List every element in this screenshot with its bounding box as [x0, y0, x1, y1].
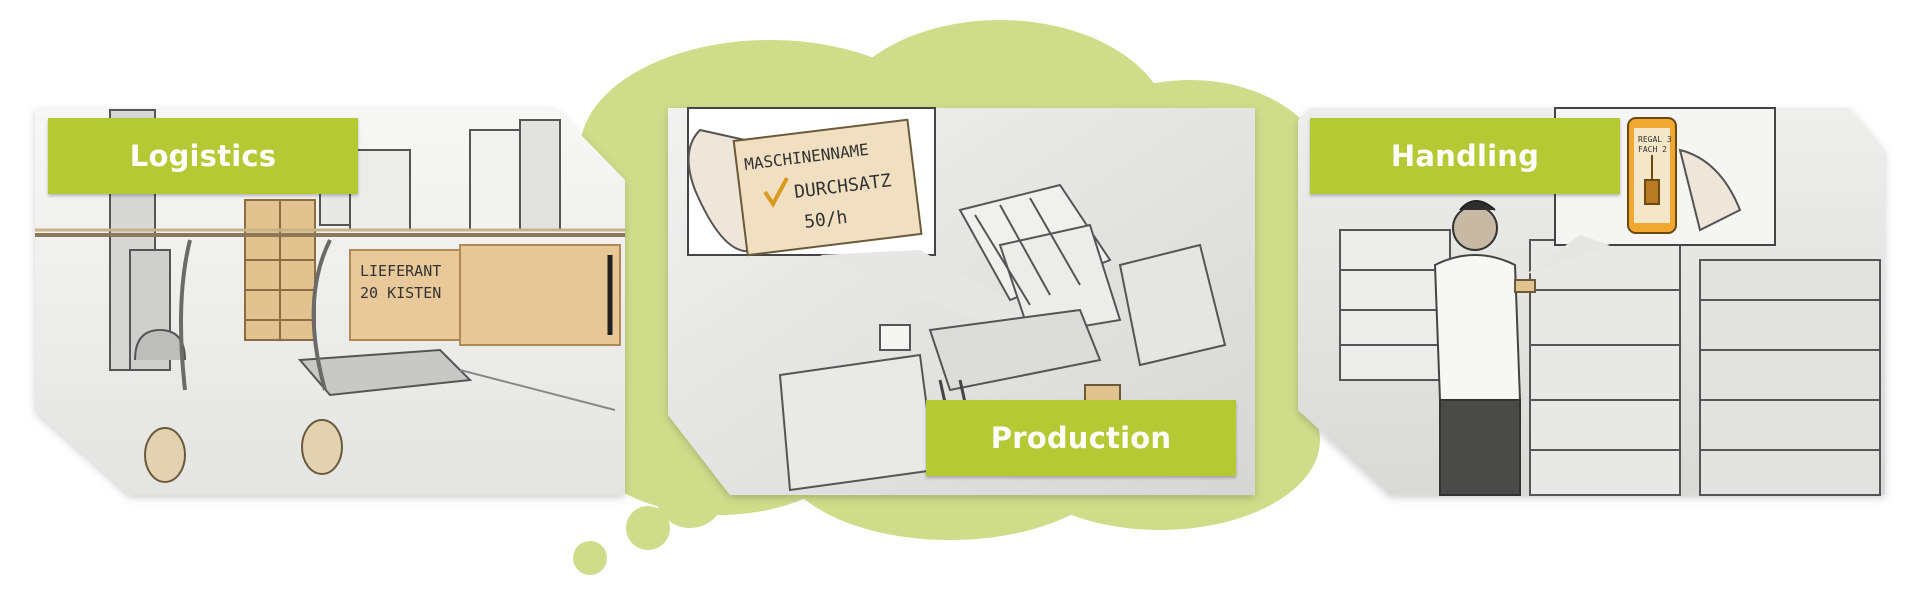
logistics-label: Logistics: [48, 118, 358, 194]
handling-label: Handling: [1310, 118, 1620, 194]
production-sketch: [687, 107, 1227, 492]
handling-sketch-text-1: REGAL 3: [1638, 135, 1672, 144]
logistics-label-text: Logistics: [129, 139, 277, 173]
checkmark-icon: [763, 177, 789, 208]
thought-bubbles: [573, 458, 725, 575]
production-label-text: Production: [990, 421, 1172, 455]
logistics-sketch: [35, 109, 625, 483]
handling-label-text: Handling: [1390, 139, 1540, 173]
handling-sketch: [1339, 107, 1881, 496]
handling-sketch-text-2: FACH 2: [1638, 145, 1667, 154]
logistics-sketch-text-2: 20 KISTEN: [360, 284, 441, 302]
logistics-sketch-text-1: LIEFERANT: [360, 262, 441, 280]
production-sketch-text-3: 50/h: [803, 207, 849, 233]
production-label: Production: [926, 400, 1236, 476]
